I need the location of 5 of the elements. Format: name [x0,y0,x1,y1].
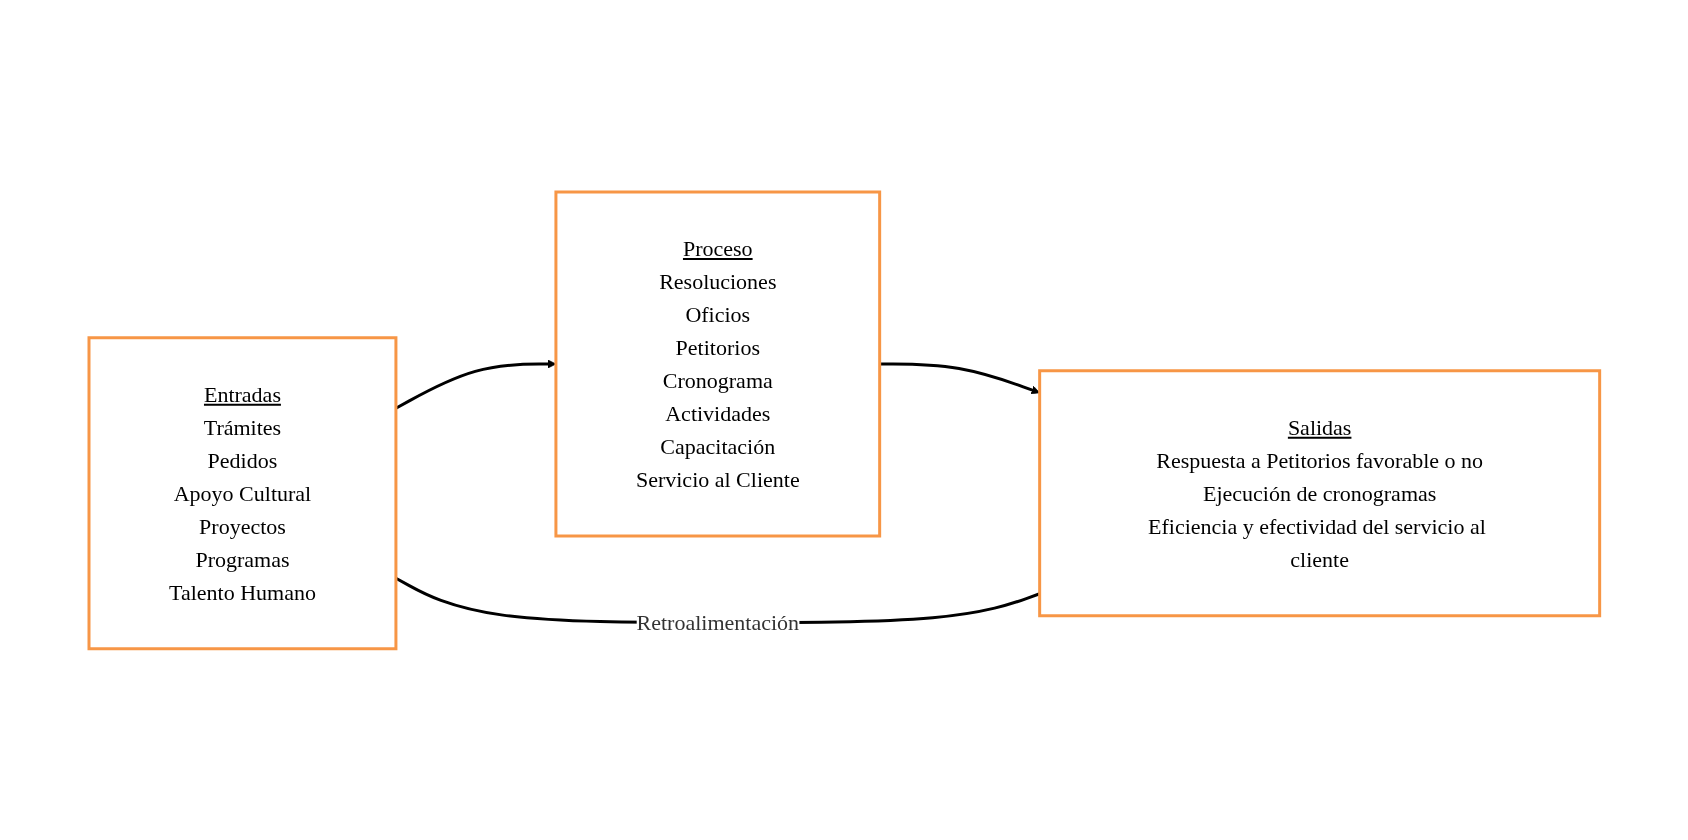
arrow [879,362,1040,394]
node-box: Proceso Resoluciones Oficios Petitorios Cronograma Actividades Capacitación Servicio al Cliente [554,190,881,538]
node-box: Entradas Trámites Pedidos Apoyo Cultural Proyectos Programas Talento Humano [87,335,398,650]
node-box: Salidas Respuesta a Petitorios favorable o no Ejecución de cronogramas Eficiencia y efectividad del servicio al cliente [1037,368,1601,617]
edge-label: Retroalimentación [636,609,799,635]
